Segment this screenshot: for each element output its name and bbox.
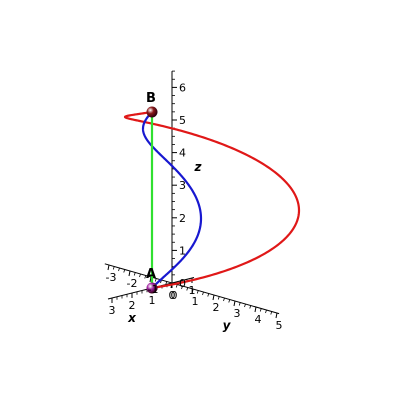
y-tick-mark bbox=[233, 300, 236, 307]
y-minor-tick bbox=[265, 309, 267, 314]
y-minor-tick bbox=[259, 308, 262, 312]
z-tick-label: 0 bbox=[179, 277, 186, 290]
y-tick-label: 3 bbox=[234, 307, 241, 320]
y-axis-title: y bbox=[223, 319, 232, 333]
blue-helix-curve bbox=[141, 111, 203, 289]
y-tick-label: 1 bbox=[192, 295, 199, 308]
point-b-label: B bbox=[146, 91, 156, 106]
y-minor-tick bbox=[112, 266, 115, 270]
y-tick-label: 2 bbox=[213, 301, 220, 314]
y-minor-tick bbox=[223, 297, 225, 302]
z-tick-label: 5 bbox=[179, 114, 186, 127]
x-tick-label: 1 bbox=[149, 294, 156, 307]
y-tick-mark bbox=[275, 312, 278, 319]
y-tick-mark bbox=[128, 270, 131, 277]
y-minor-tick bbox=[228, 299, 231, 303]
y-minor-tick bbox=[238, 302, 241, 306]
y-minor-tick bbox=[270, 311, 273, 315]
z-tick-label: 4 bbox=[179, 147, 186, 160]
y-tick-mark bbox=[254, 306, 257, 313]
y-minor-tick bbox=[139, 273, 141, 278]
y-tick-label: -2 bbox=[127, 277, 138, 290]
y-minor-tick bbox=[118, 267, 120, 272]
y-tick-label: -1 bbox=[148, 283, 159, 296]
z-axis-title: z bbox=[194, 160, 203, 174]
y-tick-mark bbox=[107, 264, 110, 271]
y-minor-tick bbox=[202, 291, 204, 296]
z-tick-label: 2 bbox=[179, 212, 186, 225]
y-minor-tick bbox=[175, 284, 178, 288]
y-minor-tick bbox=[249, 305, 252, 309]
red-helix-curve bbox=[123, 110, 301, 290]
x-tick-label: 3 bbox=[109, 304, 116, 317]
y-minor-tick bbox=[154, 278, 157, 282]
z-tick-label: 3 bbox=[179, 179, 186, 192]
y-minor-tick bbox=[165, 281, 168, 285]
y-tick-label: 5 bbox=[276, 319, 283, 332]
y-tick-label: -3 bbox=[106, 271, 117, 284]
y-minor-tick bbox=[144, 275, 147, 279]
y-minor-tick bbox=[244, 303, 246, 308]
x-tick-label: 2 bbox=[129, 299, 136, 312]
x-axis-title: x bbox=[127, 311, 137, 325]
x-tick-label: 1 bbox=[189, 284, 196, 297]
point-b-marker bbox=[146, 106, 158, 118]
y-axis-line bbox=[104, 263, 280, 315]
y-tick-mark bbox=[149, 276, 152, 283]
x-tick-label: 0 bbox=[169, 289, 176, 302]
z-tick-label: 6 bbox=[179, 81, 186, 94]
curves bbox=[123, 110, 301, 290]
y-minor-tick bbox=[217, 296, 220, 300]
y-minor-tick bbox=[181, 285, 183, 290]
y-minor-tick bbox=[196, 290, 199, 294]
y-tick-label: 4 bbox=[255, 313, 262, 326]
y-minor-tick bbox=[207, 293, 210, 297]
point-a-label: A bbox=[146, 267, 156, 282]
y-minor-tick bbox=[123, 269, 126, 273]
z-tick-label: 1 bbox=[179, 244, 186, 257]
y-tick-mark bbox=[191, 288, 194, 295]
y-tick-mark bbox=[212, 294, 215, 301]
point-a-marker bbox=[146, 282, 158, 294]
y-minor-tick bbox=[133, 272, 136, 276]
y-minor-tick bbox=[186, 287, 189, 291]
y-tick-label: 0 bbox=[171, 289, 178, 302]
points bbox=[146, 106, 158, 294]
